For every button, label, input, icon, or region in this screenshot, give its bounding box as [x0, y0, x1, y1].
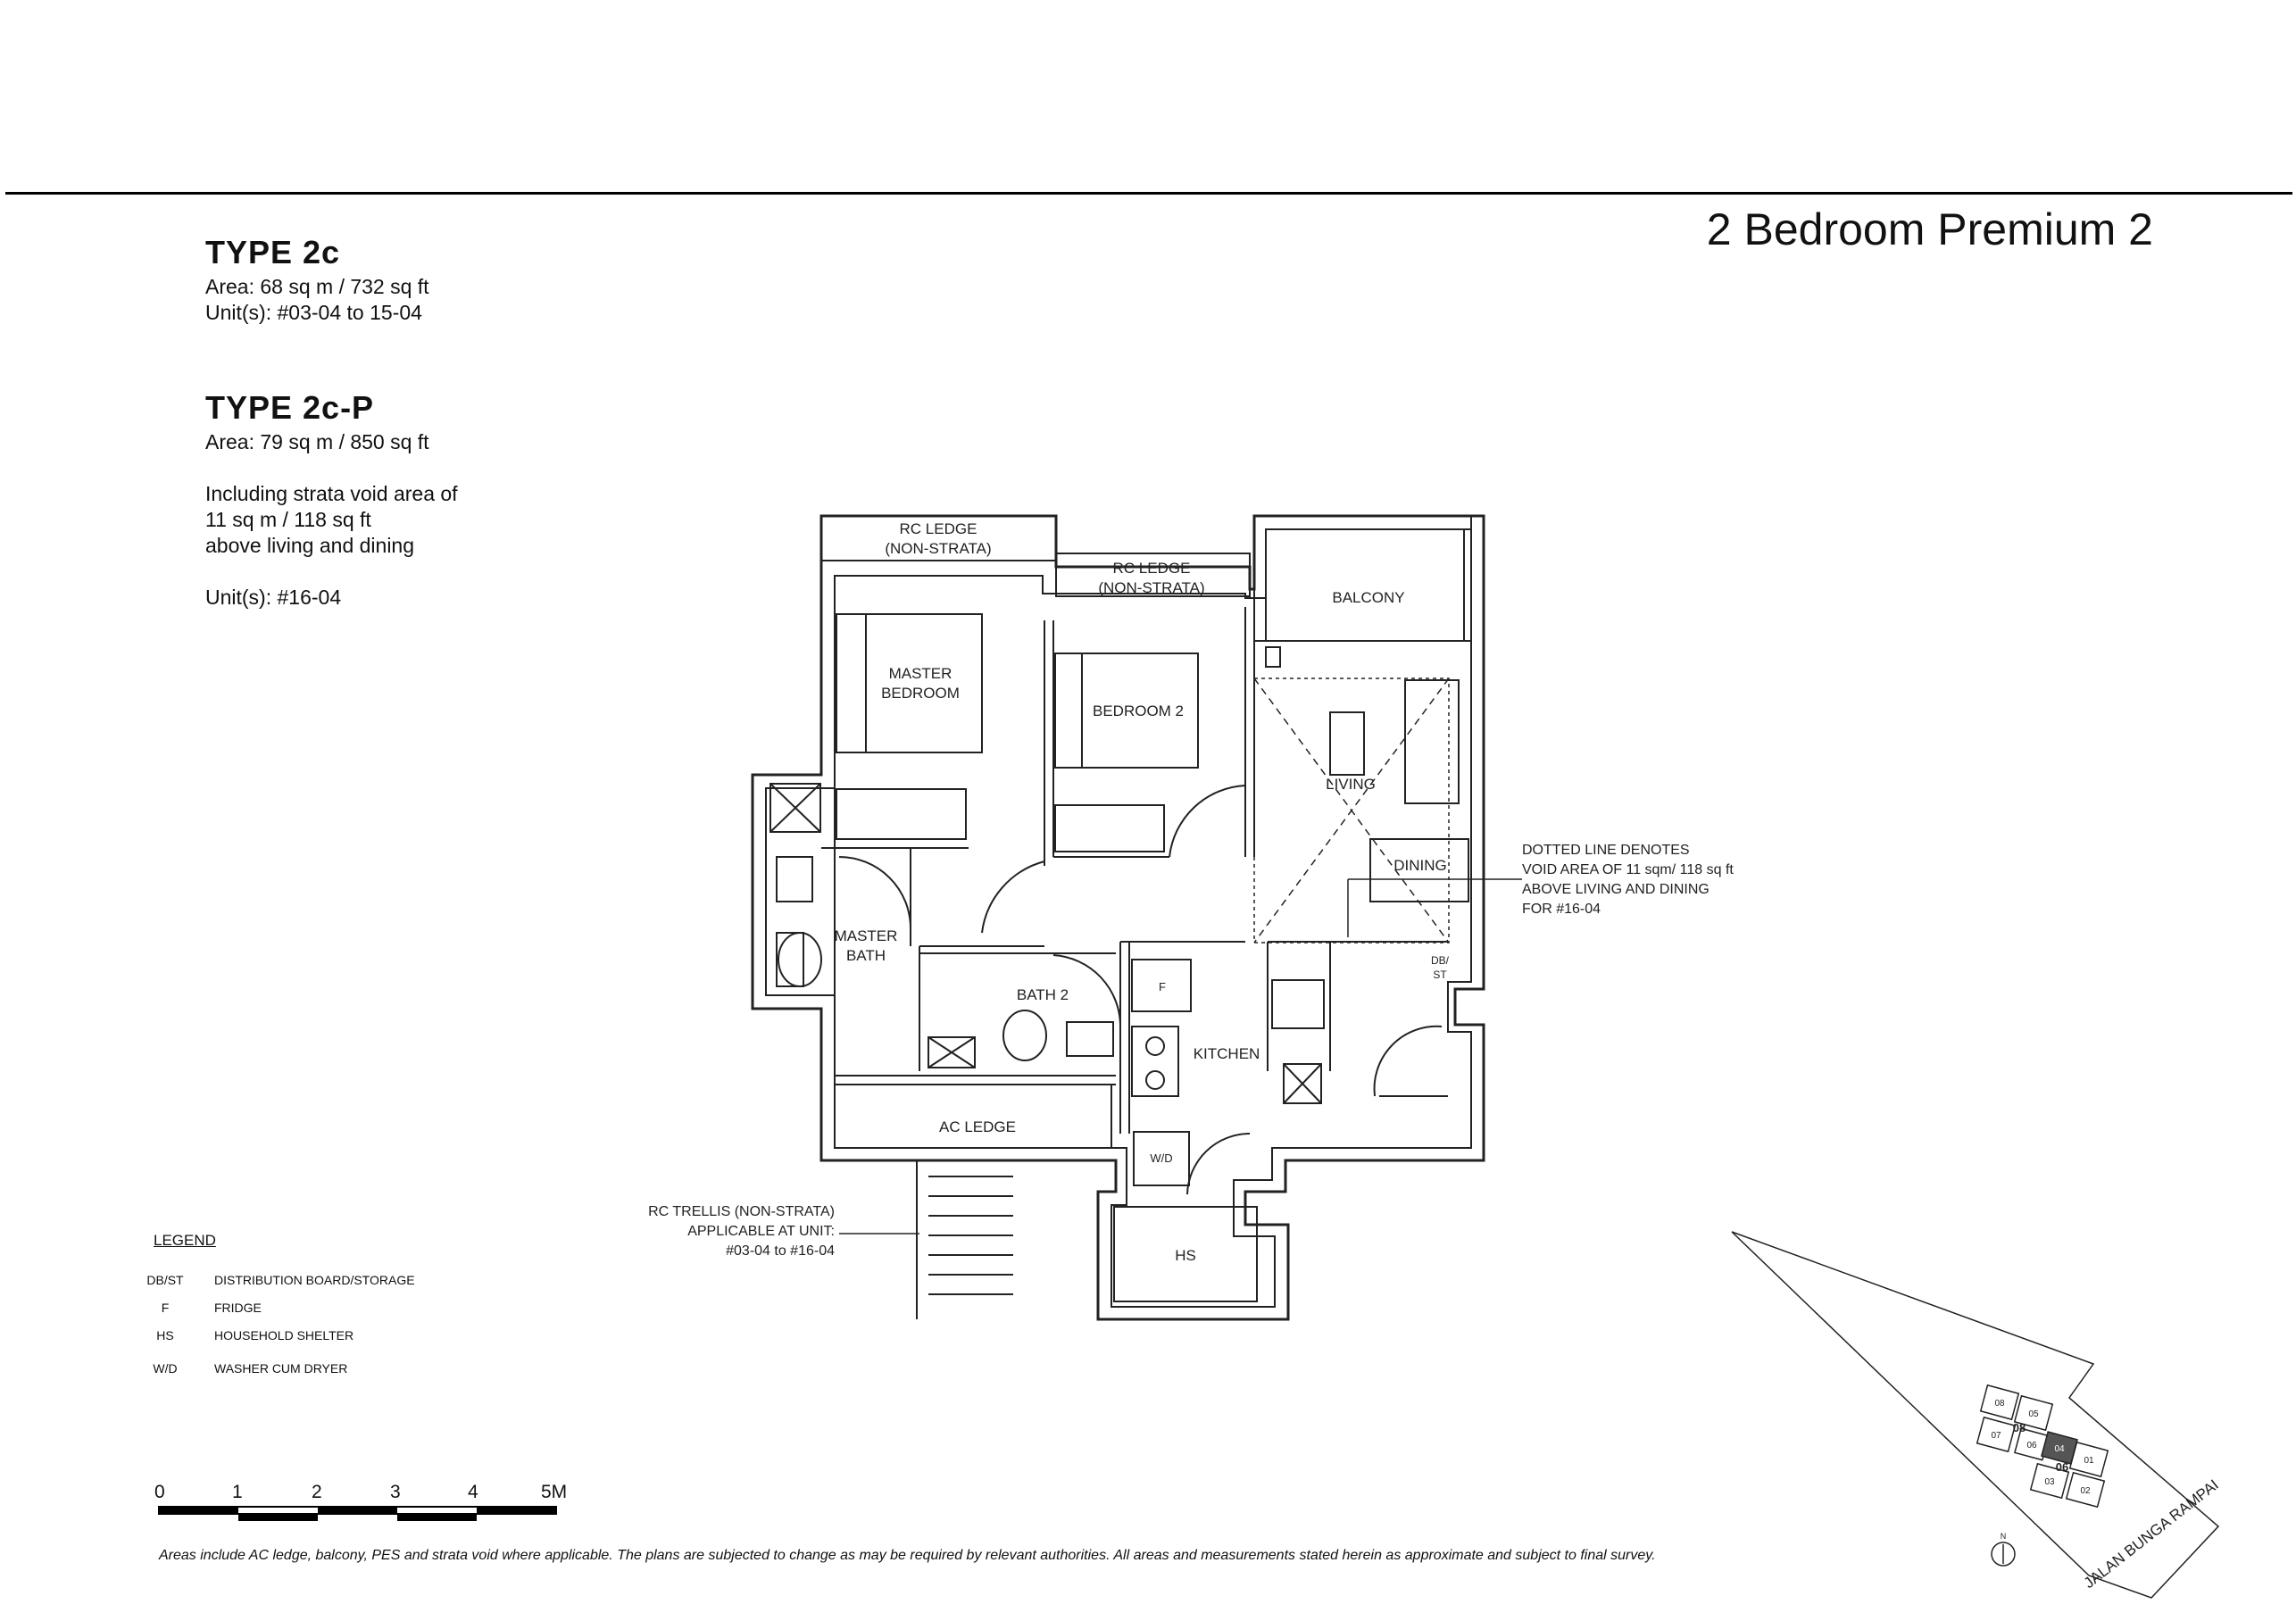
scale-label-3: 3: [390, 1482, 401, 1502]
keyplan-block-08: 08: [1994, 1399, 2005, 1409]
keyplan-block-05: 05: [2028, 1409, 2039, 1419]
void-note-line3: ABOVE LIVING AND DINING: [1522, 882, 1710, 897]
type-2c-p-void-line3: above living and dining: [205, 534, 415, 557]
disclaimer-note: Areas include AC ledge, balcony, PES and…: [159, 1548, 1656, 1563]
wd-label: W/D: [1150, 1151, 1172, 1165]
legend-value-f: FRIDGE: [214, 1301, 262, 1315]
keyplan-block-06: 06: [2026, 1441, 2037, 1451]
type-2c-p-units: Unit(s): #16-04: [205, 586, 342, 609]
type-2c-p-heading: TYPE 2c-P: [205, 389, 375, 426]
legend-value-dbst: DISTRIBUTION BOARD/STORAGE: [214, 1273, 415, 1287]
hs-label: HS: [1175, 1247, 1196, 1264]
page-title: 2 Bedroom Premium 2: [1706, 204, 2153, 254]
keyplan-block-03: 03: [2044, 1477, 2055, 1487]
keyplan-block-07: 07: [1991, 1431, 2001, 1441]
bath-2-label: BATH 2: [1017, 986, 1069, 1003]
master-bath-label-2: BATH: [846, 947, 886, 964]
legend-value-wd: WASHER CUM DRYER: [214, 1361, 348, 1376]
master-bedroom-label: MASTER: [889, 665, 953, 682]
rc-ledge-1-label: RC LEDGE: [900, 520, 977, 537]
scale-label-0: 0: [154, 1482, 165, 1502]
keyplan-block-01: 01: [2084, 1456, 2094, 1466]
type-2c-area: Area: 68 sq m / 732 sq ft: [205, 275, 429, 298]
dining-label: DINING: [1393, 857, 1447, 874]
road-label: JALAN BUNGA RAMPAI: [2081, 1476, 2222, 1592]
keyplan-label-08: 08: [2013, 1421, 2026, 1434]
scale-label-5m: 5M: [541, 1482, 568, 1502]
legend-key-dbst: DB/ST: [146, 1273, 184, 1287]
keyplan-label-06: 06: [2056, 1460, 2068, 1474]
type-2c-units: Unit(s): #03-04 to 15-04: [205, 301, 422, 324]
void-note-line2: VOID AREA OF 11 sqm/ 118 sq ft: [1522, 862, 1734, 877]
scale-label-2: 2: [312, 1482, 322, 1502]
kitchen-label: KITCHEN: [1194, 1045, 1260, 1062]
scale-label-1: 1: [232, 1482, 243, 1502]
balcony-label: BALCONY: [1332, 589, 1404, 606]
type-2c-p-void-line2: 11 sq m / 118 sq ft: [205, 508, 371, 531]
rc-ledge-2-label: RC LEDGE: [1113, 560, 1191, 577]
ac-ledge-label: AC LEDGE: [939, 1118, 1016, 1135]
key-plan: [1731, 1231, 2220, 1599]
scale-label-4: 4: [468, 1482, 478, 1502]
living-label: LIVING: [1326, 776, 1376, 793]
keyplan-block-02: 02: [2080, 1486, 2091, 1496]
dbst-label: DB/: [1431, 954, 1450, 967]
type-2c-heading: TYPE 2c: [205, 234, 341, 270]
bedroom-2-label: BEDROOM 2: [1093, 702, 1184, 719]
master-bedroom-label-2: BEDROOM: [881, 685, 960, 702]
trellis-note-line3: #03-04 to #16-04: [726, 1243, 835, 1259]
legend-key-hs: HS: [156, 1328, 174, 1343]
legend-heading: LEGEND: [154, 1232, 216, 1249]
rc-ledge-2-sub: (NON-STRATA): [1098, 579, 1204, 596]
type-2c-p-void-line1: Including strata void area of: [205, 482, 458, 505]
north-label: N: [2001, 1532, 2007, 1541]
keyplan-block-04: 04: [2054, 1444, 2065, 1454]
type-2c-p-area: Area: 79 sq m / 850 sq ft: [205, 430, 429, 453]
legend-value-hs: HOUSEHOLD SHELTER: [214, 1328, 354, 1343]
legend-key-f: F: [161, 1301, 170, 1315]
trellis-note-line2: APPLICABLE AT UNIT:: [687, 1224, 835, 1239]
master-bath-label: MASTER: [835, 927, 898, 944]
fridge-label: F: [1159, 980, 1166, 993]
void-note-line1: DOTTED LINE DENOTES: [1522, 843, 1690, 858]
header-rule: [5, 192, 2292, 195]
void-note-line4: FOR #16-04: [1522, 902, 1601, 917]
dbst-label-2: ST: [1433, 968, 1447, 981]
rc-ledge-1-sub: (NON-STRATA): [885, 540, 991, 557]
trellis-note-line1: RC TRELLIS (NON-STRATA): [648, 1204, 835, 1219]
legend-key-wd: W/D: [153, 1361, 178, 1376]
scale-bar: [158, 1506, 557, 1521]
